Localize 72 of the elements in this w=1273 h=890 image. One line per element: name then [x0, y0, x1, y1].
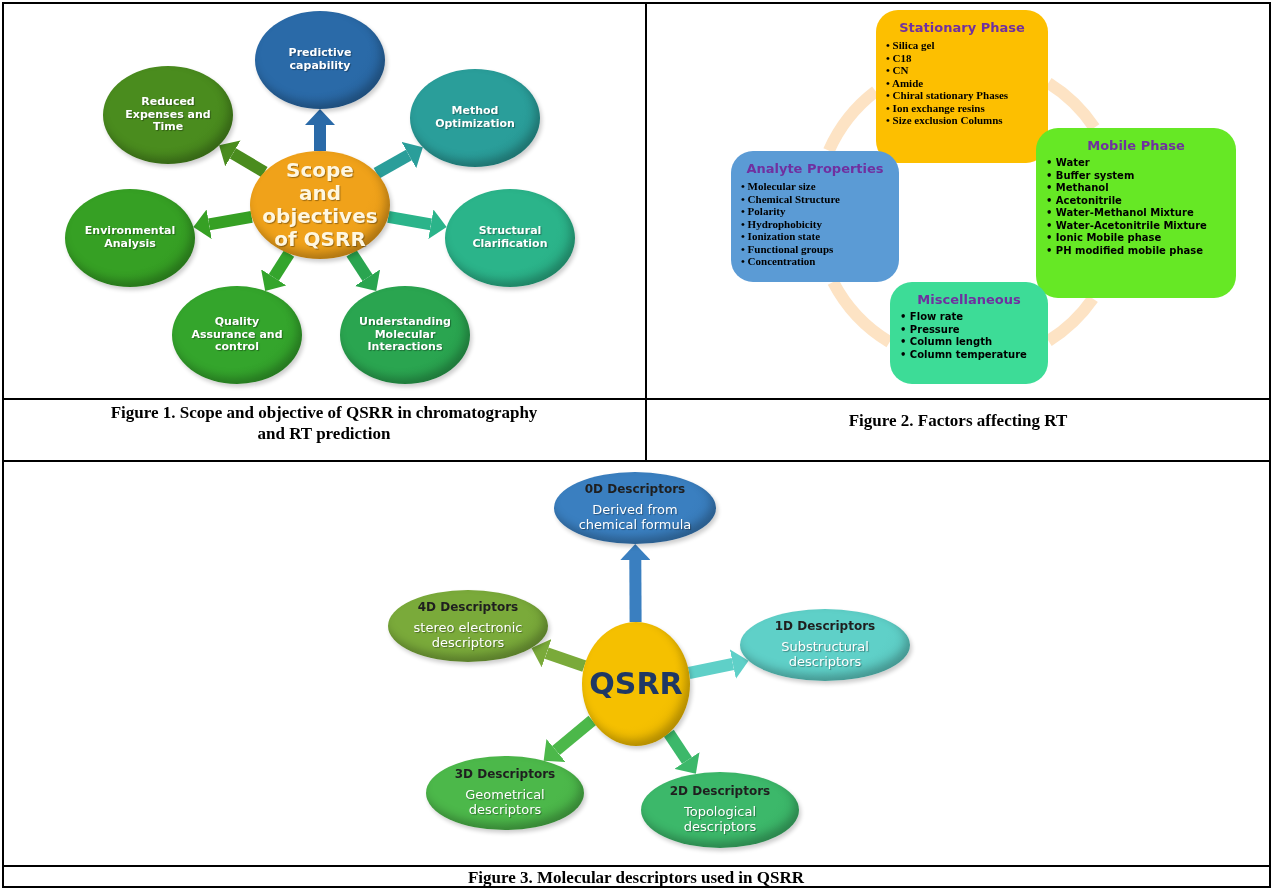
node-text: Quality Assurance and control: [190, 316, 284, 354]
card-heading: Miscellaneous: [916, 292, 1022, 307]
bullet-item: • Polarity: [741, 205, 787, 218]
node-text: Environmental Analysis: [83, 225, 177, 251]
block-arrow: [531, 638, 587, 672]
node-subtext: Derived from chemical formula: [577, 502, 693, 533]
factor-card: [731, 151, 899, 282]
block-arrow: [663, 729, 700, 774]
bullet-item: • Water-Acetonitrile Mixture: [1046, 219, 1208, 232]
card-heading: Stationary Phase: [898, 20, 1026, 35]
block-arrow: [387, 209, 447, 240]
bullet-item: • Size exclusion Columns: [886, 114, 1004, 127]
bullet-item: • Hydrophobicity: [741, 217, 823, 230]
bullet-item: • Column length: [900, 336, 994, 349]
bullet-item: • C18: [886, 51, 913, 64]
node-heading: 4D Descriptors: [417, 601, 519, 615]
bullet-item: • Functional groups: [741, 242, 835, 255]
bullet-item: • Chemical Structure: [741, 192, 841, 205]
bullet-item: • Ion exchange resins: [886, 101, 986, 114]
factor-card: [1036, 128, 1236, 298]
node-text: QSRR: [589, 666, 683, 702]
bullet-item: • PH modified mobile phase: [1046, 244, 1205, 257]
card-heading: Analyte Properties: [745, 161, 885, 176]
block-arrow: [261, 250, 295, 291]
bullet-item: • Chiral stationary Phases: [886, 89, 1010, 102]
node-heading: 2D Descriptors: [669, 785, 771, 799]
node-subtext: Geometrical descriptors: [464, 787, 546, 818]
figure-caption: Figure 1. Scope and objective of QSRR in chromatography and RT prediction: [109, 402, 539, 444]
node-text: Predictive capability: [287, 47, 353, 73]
node-text: Understanding Molecular Interactions: [358, 316, 452, 354]
bullet-item: • Flow rate: [900, 311, 964, 324]
factor-card: [890, 282, 1048, 384]
center-circle: [582, 622, 690, 746]
figure-caption: Figure 2. Factors affecting RT: [847, 410, 1069, 431]
node-subtext: Topological descriptors: [682, 804, 758, 835]
node-subtext: Substructural descriptors: [780, 639, 870, 670]
block-arrow: [687, 649, 749, 679]
block-arrow: [193, 209, 253, 240]
figure-caption: Figure 3. Molecular descriptors used in QSRR: [466, 867, 806, 888]
node-text: Structural Clarification: [471, 225, 549, 251]
node-heading: 0D Descriptors: [584, 483, 686, 497]
topic-ellipse: [410, 69, 540, 167]
bullet-item: • Column temperature: [900, 348, 1028, 361]
block-arrow: [346, 249, 381, 292]
bullet-item: • Water: [1046, 157, 1091, 170]
node-text: Reduced Expenses and Time: [124, 96, 212, 134]
bullet-item: • Molecular size: [741, 180, 817, 193]
node-text: Scope and objectives of QSRR: [262, 159, 378, 251]
block-arrow: [543, 715, 597, 763]
bullet-item: • Silica gel: [886, 39, 936, 52]
node-heading: 1D Descriptors: [774, 620, 876, 634]
block-arrow: [620, 544, 651, 623]
bullet-item: • Amide: [886, 76, 925, 89]
bullet-item: • Acetonitrile: [1046, 194, 1123, 207]
factor-card: [876, 10, 1048, 163]
bullet-item: • CN: [886, 64, 910, 77]
bullet-item: • Ionization state: [741, 230, 821, 243]
bullet-item: • Ionic Mobile phase: [1046, 232, 1163, 245]
topic-ellipse: [172, 286, 302, 384]
bullet-item: • Buffer system: [1046, 169, 1136, 182]
node-subtext: stereo electronic descriptors: [412, 620, 524, 651]
node-heading: 3D Descriptors: [454, 768, 556, 782]
block-arrow: [373, 142, 423, 179]
block-arrow: [305, 109, 335, 151]
bullet-item: • Pressure: [900, 323, 961, 336]
topic-ellipse: [340, 286, 470, 384]
node-text: Method Optimization: [434, 105, 516, 131]
bullet-item: • Methanol: [1046, 182, 1110, 195]
block-arrow: [219, 140, 268, 178]
card-heading: Mobile Phase: [1086, 138, 1186, 153]
bullet-item: • Concentration: [741, 255, 817, 268]
bullet-item: • Water-Methanol Mixture: [1046, 207, 1195, 220]
